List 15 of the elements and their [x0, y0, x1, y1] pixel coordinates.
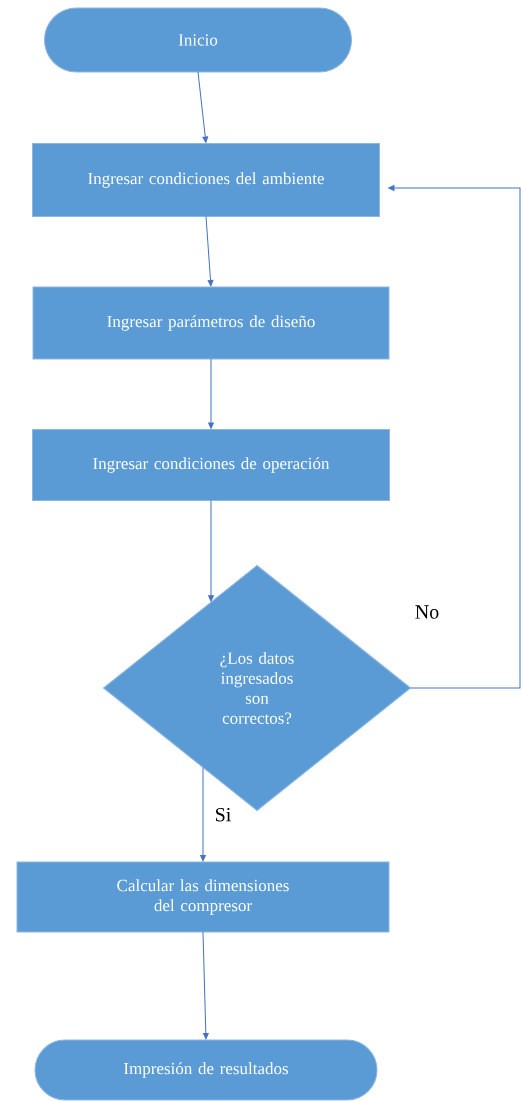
start-terminal: Inicio — [44, 7, 352, 73]
process-box: Ingresar condiciones del ambiente — [32, 143, 380, 217]
arrow — [197, 71, 209, 143]
arrow — [205, 216, 214, 287]
edge-label: No — [415, 605, 439, 619]
arrow — [208, 500, 214, 602]
arrow — [200, 766, 206, 862]
process-box: Calcular las dimensiones del compresor — [16, 861, 390, 933]
process-box: Ingresar condiciones de operación — [32, 429, 390, 501]
process-box: Ingresar parámetros de diseño — [32, 286, 390, 360]
edge-label: Si — [216, 808, 231, 822]
end-terminal: Impresión de resultados — [34, 1039, 378, 1101]
arrow — [388, 185, 521, 689]
arrow — [208, 358, 214, 429]
arrow — [202, 931, 209, 1040]
